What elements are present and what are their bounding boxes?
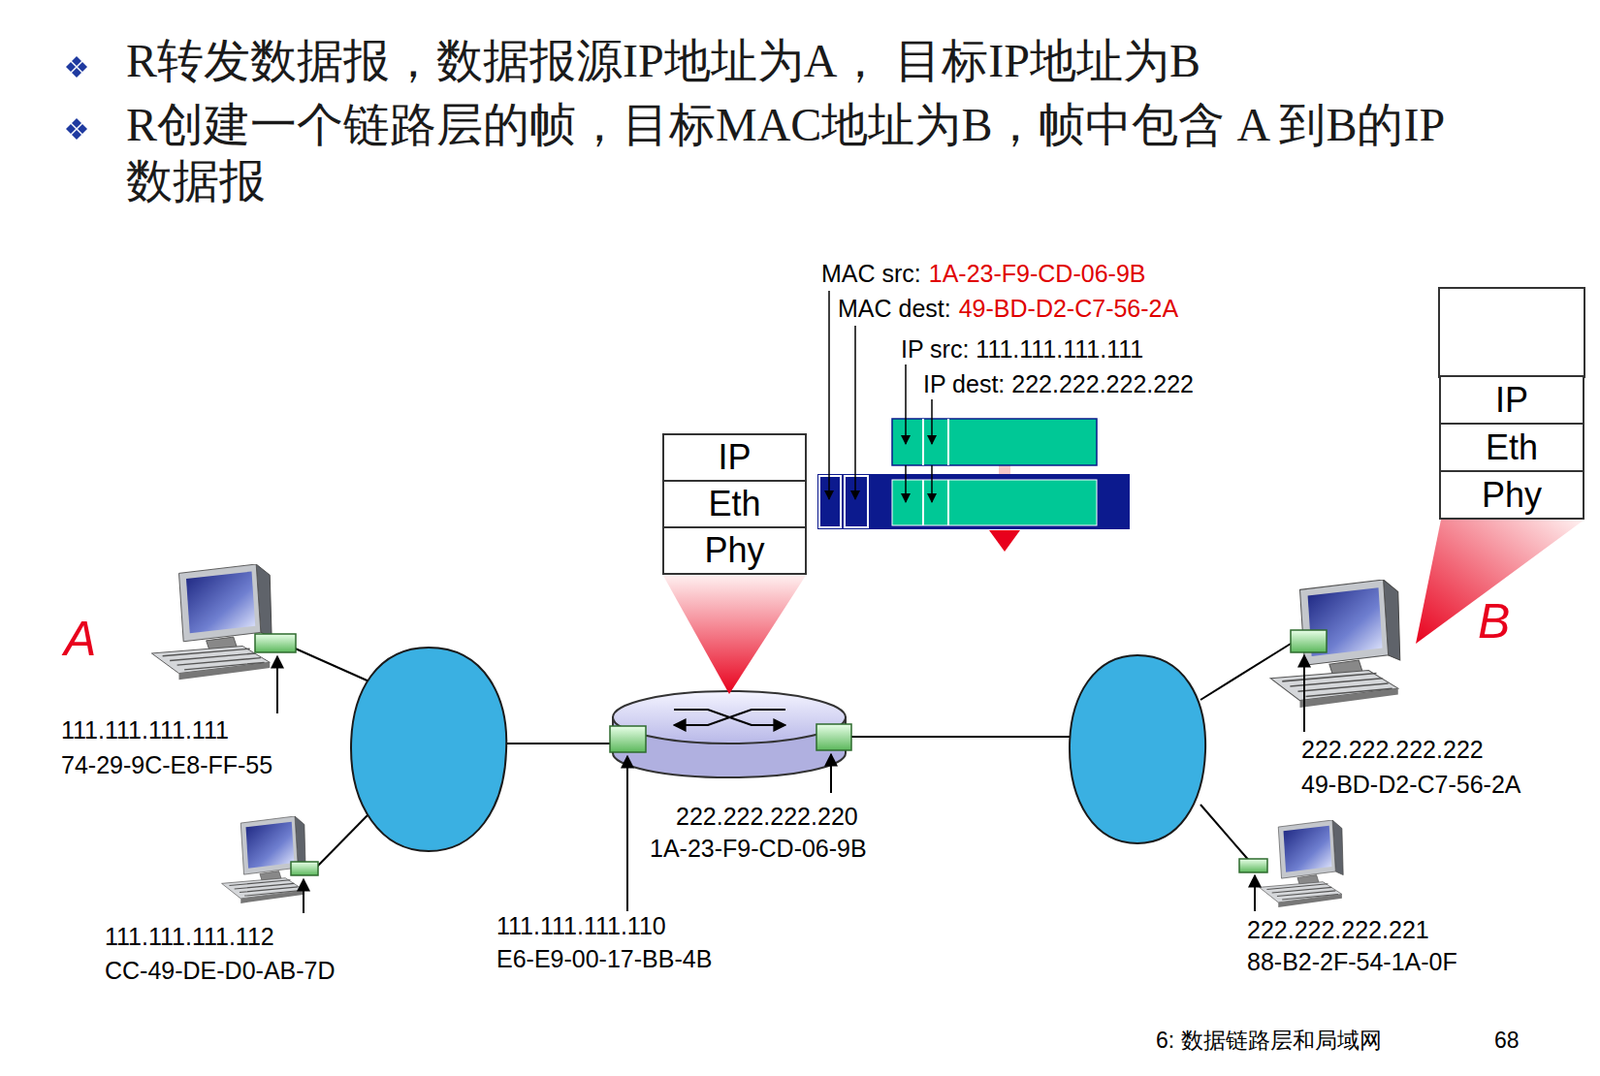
lan-cloud	[351, 647, 507, 852]
leader-arrow	[829, 290, 932, 503]
ip-address: 111.111.111.110	[496, 912, 667, 941]
ip-field: IP dest: 222.222.222.222	[923, 370, 1194, 399]
layer-name: IP	[717, 437, 751, 479]
mac-address: 49-BD-D2-C7-56-2A	[1301, 770, 1521, 800]
ip-address: 222.222.222.222	[1301, 736, 1484, 765]
lan-cloud	[1069, 655, 1206, 844]
network-interface	[255, 630, 1327, 876]
mac-address: CC-49-DE-D0-AB-7D	[104, 957, 336, 986]
link-wire	[290, 643, 1291, 869]
router-symbol	[612, 691, 846, 778]
bullet-symbol	[65, 56, 88, 78]
frame-symbol	[817, 418, 1130, 552]
host-computer	[1259, 820, 1344, 908]
protocol-layer: IP	[1439, 375, 1585, 425]
leader-arrow	[277, 655, 1305, 914]
protocol-layer: Phy	[1439, 470, 1585, 520]
mac-address: 49-BD-D2-C7-56-2A	[959, 294, 1179, 323]
layer-name: Phy	[704, 530, 765, 572]
ip-address: 111.111.111.111	[61, 716, 229, 745]
field-name: MAC src:	[821, 259, 922, 288]
mac-address: E6-E9-00-17-BB-4B	[496, 945, 712, 974]
host-name: B	[1477, 594, 1510, 651]
protocol-layer: IP	[662, 433, 807, 482]
footer-text: 6: 数据链路层和局域网	[1155, 1027, 1382, 1054]
host-computer	[1270, 579, 1401, 708]
ip-address: 222.222.222.220	[675, 802, 859, 832]
layer-name: IP	[1495, 380, 1529, 421]
protocol-layer: Eth	[1439, 422, 1585, 473]
mac-address: 88-B2-2F-54-1A-0F	[1247, 948, 1458, 977]
mac-address: 74-29-9C-E8-FF-55	[61, 751, 273, 780]
mac-address: 1A-23-F9-CD-06-9B	[649, 834, 867, 864]
ip-field: IP src: 111.111.111.111	[900, 335, 1144, 364]
ip-address: 222.222.222.221	[1247, 916, 1430, 945]
host-computer	[151, 564, 272, 680]
bullet-text: R转发数据报，数据报源IP地址为A， 目标IP地址为B	[126, 32, 1562, 90]
layer-name: Phy	[1481, 475, 1542, 516]
ip-address: 111.111.111.112	[104, 923, 275, 952]
bullet-symbol	[65, 118, 88, 140]
bullet-text: R创建一个链路层的帧，目标MAC地址为B，帧中包含 A 到B的IP 数据报	[126, 96, 1474, 209]
page-number: 68	[1494, 1027, 1520, 1054]
host-computer	[222, 816, 307, 904]
field-name: MAC dest:	[837, 294, 952, 323]
layer-name: Eth	[707, 483, 761, 525]
stack-layer	[1439, 288, 1585, 378]
callout-wedge	[662, 574, 807, 695]
mac-address: 1A-23-F9-CD-06-9B	[928, 259, 1147, 288]
protocol-layer: Phy	[662, 526, 807, 576]
layer-name: Eth	[1485, 427, 1538, 469]
protocol-layer: Eth	[662, 480, 807, 529]
host-name: A	[64, 611, 96, 669]
